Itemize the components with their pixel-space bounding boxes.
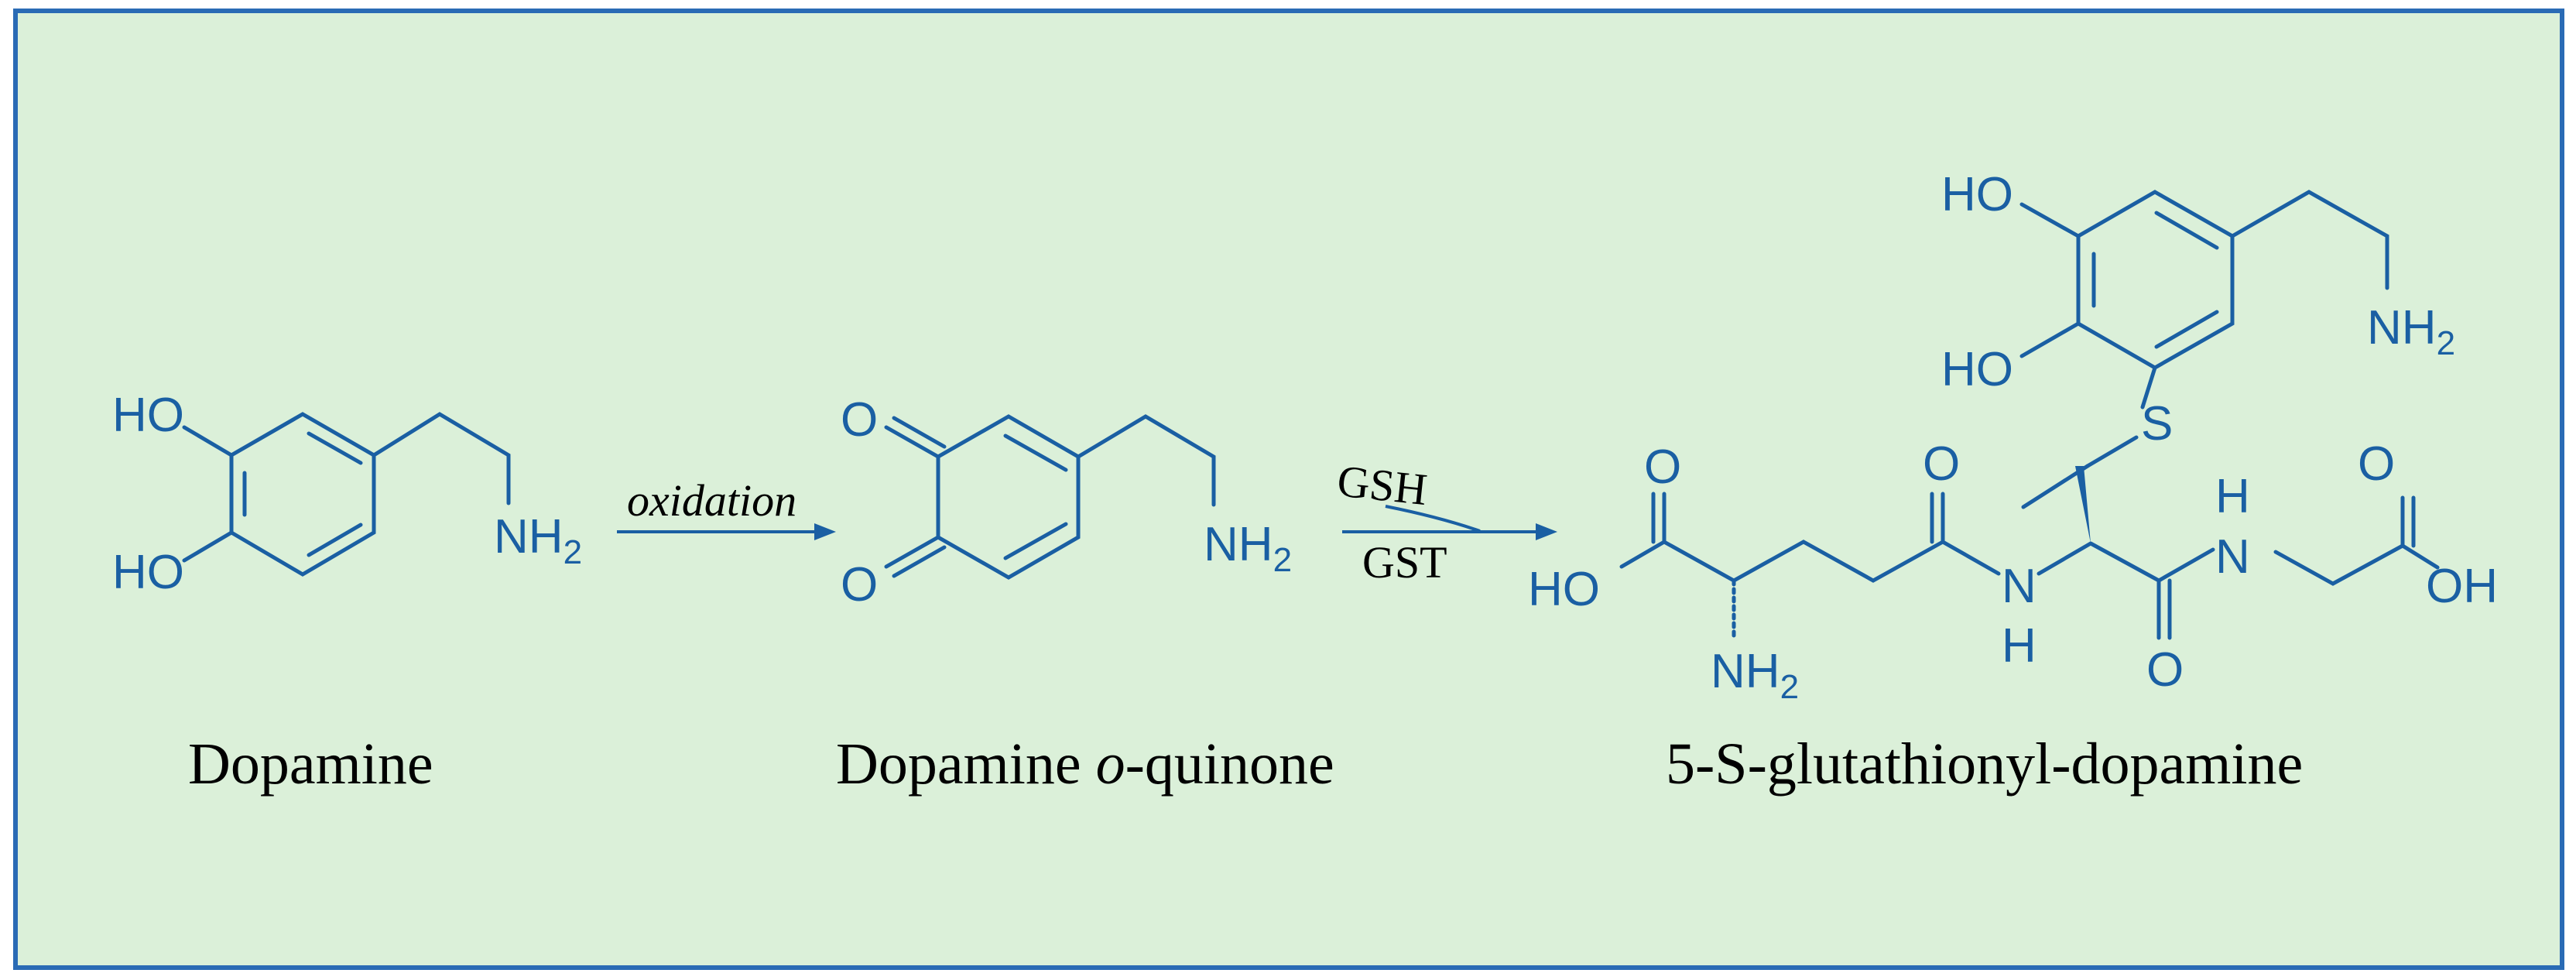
dopamine-caption: Dopamine: [188, 732, 433, 797]
quinone-carbonyl-bonds: [884, 416, 947, 578]
quinone-amine: NH2: [1204, 518, 1292, 579]
product-acid-left-ho: HO: [1528, 563, 1600, 616]
dopamine-structure: HO HO NH2: [112, 389, 582, 599]
product-ho-top: HO: [1941, 168, 2013, 221]
oxidation-arrow: oxidation: [617, 475, 836, 540]
product-hydroxyl-bonds: [2019, 202, 2081, 358]
product-amide2-n: N: [2215, 530, 2250, 584]
product-caption: 5-S-glutathionyl-dopamine: [1666, 732, 2303, 797]
dopamine-ho-top: HO: [112, 389, 184, 442]
gsh-label: GSH: [1335, 455, 1430, 515]
dopamine-side-chain: [372, 412, 511, 505]
product-thioether-bonds: [2085, 365, 2157, 468]
dopamine-hydroxyl-bonds: [182, 425, 234, 563]
dopamine-ring-double-bonds: [242, 431, 363, 557]
product-sulfur: S: [2141, 397, 2173, 451]
product-amide1-n: N: [2002, 560, 2036, 613]
quinone-o-bottom: O: [841, 558, 878, 612]
product-amide1-h: H: [2002, 619, 2036, 673]
product-acid-right-o: O: [2358, 437, 2395, 491]
quinone-ring-double-bonds: [1003, 433, 1068, 560]
product-ho-middle: HO: [1941, 343, 2013, 396]
product-glutamyl-chain: [1619, 492, 2001, 583]
product-structure: HO HO NH2 S O HO NH2 O N H O N H O OH: [1528, 168, 2498, 706]
product-amine-right: NH2: [2367, 301, 2455, 362]
product-backbone: [2036, 495, 2440, 640]
product-acid-left-o: O: [1644, 440, 1681, 494]
product-amine-bottom: NH2: [1711, 645, 1799, 706]
product-wedge-bond: [2075, 466, 2091, 543]
product-side-chain: [2230, 190, 2389, 290]
scheme-background: [13, 9, 2564, 970]
product-amide1-o: O: [1923, 437, 1960, 491]
quinone-side-chain: [1076, 414, 1216, 507]
product-ring-double-bonds: [2091, 211, 2219, 349]
product-amide2-o: O: [2146, 643, 2184, 697]
product-acid-right-oh: OH: [2426, 560, 2498, 613]
product-amide2-h: H: [2215, 470, 2250, 523]
dopamine-ho-bottom: HO: [112, 546, 184, 599]
quinone-o-top: O: [841, 393, 878, 447]
oxidation-label: oxidation: [627, 475, 796, 526]
gst-label: GST: [1362, 537, 1447, 588]
conjugation-arrow: GSH GST: [1335, 455, 1557, 588]
quinone-caption: Dopamine o-quinone: [836, 732, 1334, 797]
dopamine-amine: NH2: [494, 510, 582, 571]
quinone-structure: O O NH2: [841, 393, 1292, 612]
